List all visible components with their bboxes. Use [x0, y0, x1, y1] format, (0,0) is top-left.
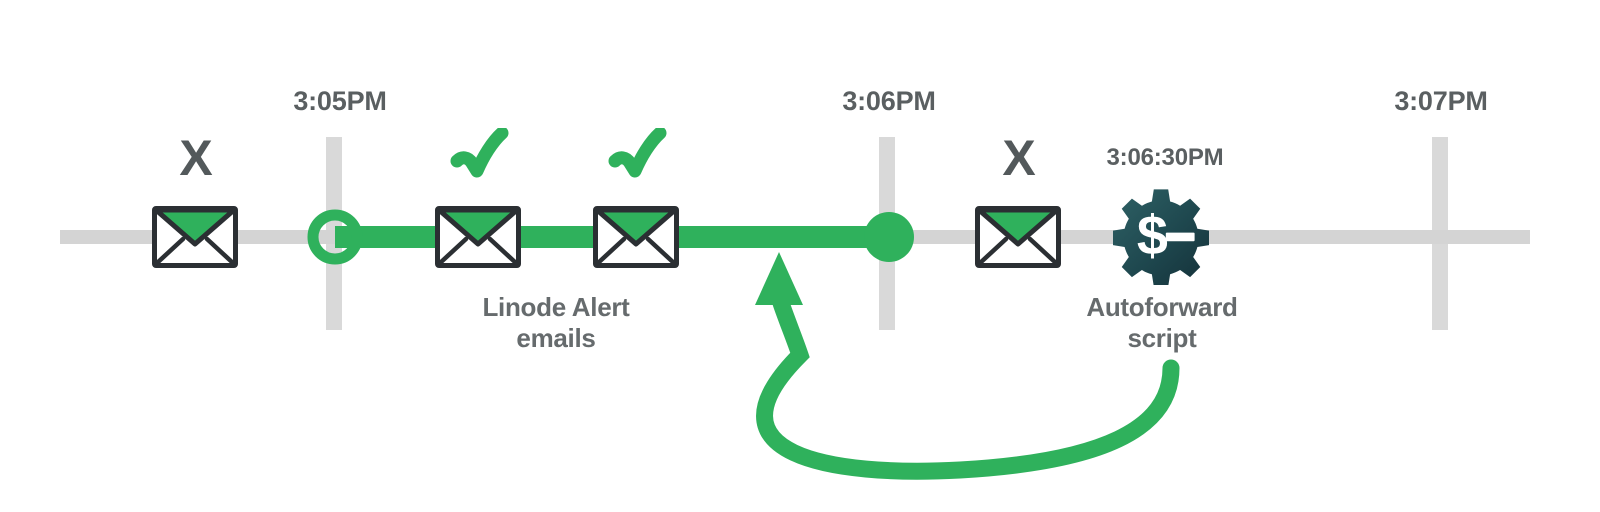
time-labels-group: 3:05PM 3:06PM 3:07PM: [293, 86, 1488, 116]
feedback-arrow-head: [755, 252, 803, 305]
blocked-x-icon-1: X: [179, 130, 212, 186]
caption-linode-alert-emails: Linode Alert emails: [482, 292, 630, 353]
time-label-307pm: 3:07PM: [1394, 86, 1487, 116]
time-label-306pm: 3:06PM: [842, 86, 935, 116]
node-start-ring[interactable]: [307, 209, 363, 265]
envelope-2-delivered-group[interactable]: [438, 133, 519, 266]
envelope-icon-2[interactable]: [438, 209, 519, 266]
feedback-arrow-path: [756, 294, 1180, 480]
envelope-icon-1[interactable]: [155, 209, 236, 266]
autoforward-script-group[interactable]: 3:06:30PM: [1107, 144, 1224, 286]
envelope-icon-3[interactable]: [596, 209, 677, 266]
envelope-1-blocked-group[interactable]: X: [155, 130, 236, 266]
check-icon-1: [457, 133, 502, 171]
caption-linode-line-2: emails: [516, 323, 595, 353]
blocked-x-icon-2: X: [1002, 130, 1035, 186]
node-end-dot[interactable]: [864, 212, 914, 262]
autoforward-script-gear-icon[interactable]: [1113, 189, 1210, 286]
envelope-4-blocked-group[interactable]: X: [978, 130, 1059, 266]
envelope-3-delivered-group[interactable]: [596, 133, 677, 266]
time-label-305pm: 3:05PM: [293, 86, 386, 116]
caption-autoforward-line-1: Autoforward: [1086, 292, 1237, 322]
caption-autoforward-script: Autoforward script: [1086, 292, 1238, 353]
time-label-30630pm: 3:06:30PM: [1107, 144, 1224, 171]
check-icon-2: [615, 133, 660, 171]
envelope-icon-4[interactable]: [978, 209, 1059, 266]
autoforward-feedback-arrow: [755, 252, 1180, 480]
caption-linode-line-1: Linode Alert: [482, 292, 630, 322]
caption-autoforward-line-2: script: [1127, 323, 1197, 353]
